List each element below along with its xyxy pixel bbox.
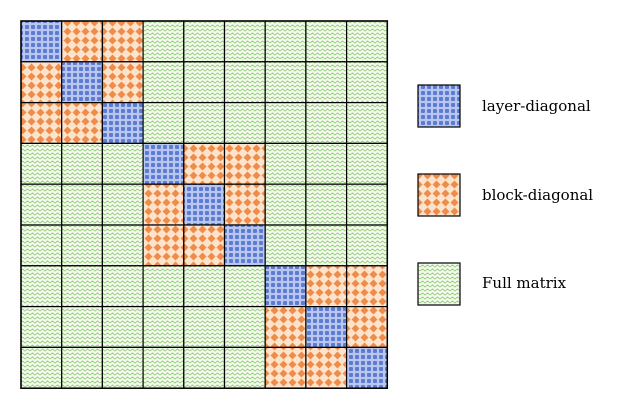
matrix-cell-full-matrix <box>183 306 226 349</box>
matrix-cell-block-diagonal <box>142 183 185 226</box>
matrix-cell-full-matrix <box>346 224 388 267</box>
matrix-cell-full-matrix <box>101 265 144 308</box>
legend-item-full-matrix: Full matrix <box>417 262 567 306</box>
matrix-cell-full-matrix <box>61 224 104 267</box>
matrix-cell-layer-diagonal <box>346 346 388 389</box>
matrix-cell-full-matrix <box>142 20 185 63</box>
matrix-cell-full-matrix <box>305 20 348 63</box>
legend-swatch-block-diagonal <box>417 173 461 217</box>
matrix-cell-full-matrix <box>346 20 388 63</box>
matrix-cell-full-matrix <box>61 142 104 185</box>
matrix-cell-block-diagonal <box>20 101 63 144</box>
matrix-cell-block-diagonal <box>183 142 226 185</box>
matrix-cell-full-matrix <box>264 183 307 226</box>
legend-label-full-matrix: Full matrix <box>482 274 567 292</box>
matrix-cell-block-diagonal <box>61 101 104 144</box>
matrix-cell-full-matrix <box>305 142 348 185</box>
matrix-cell-layer-diagonal <box>142 142 185 185</box>
matrix-cell-full-matrix <box>101 346 144 389</box>
matrix-outline <box>20 20 389 389</box>
legend-swatch-layer-diagonal <box>417 84 461 128</box>
matrix-cell-full-matrix <box>264 20 307 63</box>
matrix-cell-full-matrix <box>264 142 307 185</box>
matrix-cell-block-diagonal <box>305 265 348 308</box>
matrix-cell-block-diagonal <box>264 306 307 349</box>
matrix-cell-full-matrix <box>264 61 307 104</box>
matrix-cell-block-diagonal <box>223 183 266 226</box>
matrix-cell-full-matrix <box>223 306 266 349</box>
matrix-cell-block-diagonal <box>20 61 63 104</box>
matrix-cell-layer-diagonal <box>61 61 104 104</box>
matrix-cell-full-matrix <box>305 61 348 104</box>
matrix-cell-full-matrix <box>20 265 63 308</box>
matrix-cell-full-matrix <box>223 265 266 308</box>
matrix-cell-full-matrix <box>142 306 185 349</box>
matrix-cell-layer-diagonal <box>20 20 63 63</box>
matrix-cell-full-matrix <box>20 346 63 389</box>
matrix-cell-full-matrix <box>20 306 63 349</box>
matrix-cell-full-matrix <box>20 183 63 226</box>
matrix-cell-full-matrix <box>305 101 348 144</box>
matrix-cell-layer-diagonal <box>223 224 266 267</box>
matrix-cell-full-matrix <box>223 61 266 104</box>
matrix-cell-full-matrix <box>183 61 226 104</box>
matrix-cell-block-diagonal <box>346 306 388 349</box>
matrix-cell-block-diagonal <box>346 265 388 308</box>
matrix-cell-full-matrix <box>223 20 266 63</box>
matrix-cell-full-matrix <box>142 265 185 308</box>
matrix-cell-block-diagonal <box>101 20 144 63</box>
matrix-cell-full-matrix <box>223 346 266 389</box>
matrix-cell-full-matrix <box>264 101 307 144</box>
matrix-cell-block-diagonal <box>61 20 104 63</box>
legend-label-layer-diagonal: layer-diagonal <box>482 97 591 115</box>
matrix-cell-block-diagonal <box>305 346 348 389</box>
matrix-cell-layer-diagonal <box>183 183 226 226</box>
matrix-cell-full-matrix <box>346 183 388 226</box>
matrix-cell-full-matrix <box>183 101 226 144</box>
legend: layer-diagonal block-diagonal Full matri… <box>417 84 593 306</box>
matrix-cell-full-matrix <box>223 101 266 144</box>
matrix-cell-full-matrix <box>101 142 144 185</box>
matrix-cell-full-matrix <box>305 183 348 226</box>
matrix-cell-layer-diagonal <box>264 265 307 308</box>
legend-item-layer-diagonal: layer-diagonal <box>417 84 591 128</box>
matrix-cell-full-matrix <box>20 224 63 267</box>
matrix-cell-full-matrix <box>101 183 144 226</box>
matrix-cell-full-matrix <box>142 61 185 104</box>
matrix-cell-full-matrix <box>305 224 348 267</box>
matrix-cell-full-matrix <box>101 224 144 267</box>
matrix-cell-layer-diagonal <box>305 306 348 349</box>
matrix-cell-full-matrix <box>61 346 104 389</box>
matrix-cell-full-matrix <box>20 142 63 185</box>
matrix-cell-block-diagonal <box>264 346 307 389</box>
legend-item-block-diagonal: block-diagonal <box>417 173 593 217</box>
matrix-cell-full-matrix <box>142 101 185 144</box>
matrix-cell-full-matrix <box>183 265 226 308</box>
matrix-cell-full-matrix <box>142 346 185 389</box>
matrix-cell-full-matrix <box>346 101 388 144</box>
matrix-cell-full-matrix <box>346 61 388 104</box>
matrix-cell-layer-diagonal <box>101 101 144 144</box>
matrix-cell-block-diagonal <box>223 142 266 185</box>
matrix-cell-block-diagonal <box>101 61 144 104</box>
matrix-cell-full-matrix <box>101 306 144 349</box>
matrix-cell-full-matrix <box>264 224 307 267</box>
matrix-cell-block-diagonal <box>142 224 185 267</box>
legend-swatch-full-matrix <box>417 262 461 306</box>
matrix-cell-full-matrix <box>61 265 104 308</box>
matrix-cell-full-matrix <box>183 346 226 389</box>
matrix-grid <box>20 20 389 389</box>
matrix-cell-block-diagonal <box>183 224 226 267</box>
matrix-cell-full-matrix <box>183 20 226 63</box>
matrix-cell-full-matrix <box>61 306 104 349</box>
legend-label-block-diagonal: block-diagonal <box>482 186 593 204</box>
matrix-cell-full-matrix <box>61 183 104 226</box>
matrix-cell-full-matrix <box>346 142 388 185</box>
